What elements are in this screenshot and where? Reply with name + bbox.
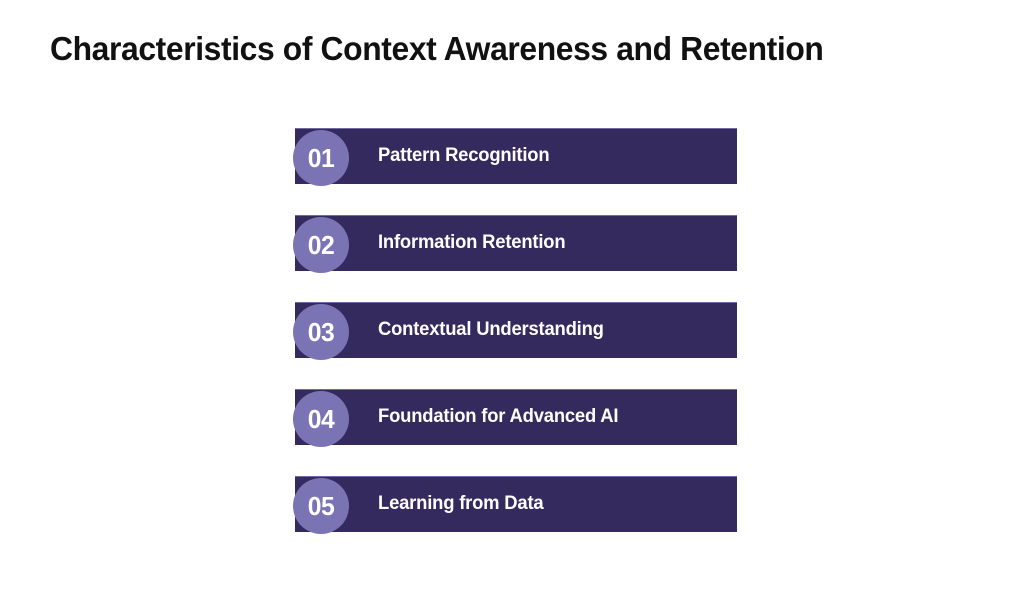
step-number: 01 [307,143,335,173]
list-item: 04 Foundation for Advanced AI [0,389,1024,447]
step-number: 05 [307,491,335,521]
step-number: 04 [307,404,335,434]
step-number-badge: 01 [293,130,349,186]
list-item: 01 Pattern Recognition [0,128,1024,186]
step-bar [295,476,737,532]
step-label: Information Retention [378,232,566,253]
list-item: 03 Contextual Understanding [0,302,1024,360]
step-bar [295,215,737,271]
step-number: 02 [307,230,335,260]
step-number-badge: 03 [293,304,349,360]
step-label: Pattern Recognition [378,145,550,166]
steps-list: 01 Pattern Recognition 02 Information Re… [0,128,1024,534]
step-number-badge: 05 [293,478,349,534]
step-number-badge: 04 [293,391,349,447]
page-title: Characteristics of Context Awareness and… [50,30,824,67]
list-item: 02 Information Retention [0,215,1024,273]
list-item: 05 Learning from Data [0,476,1024,534]
step-number-badge: 02 [293,217,349,273]
step-label: Learning from Data [378,493,544,514]
step-bar [295,389,737,445]
step-bar [295,128,737,184]
step-number: 03 [307,317,335,347]
step-label: Foundation for Advanced AI [378,406,619,427]
step-label: Contextual Understanding [378,319,604,340]
step-bar [295,302,737,358]
